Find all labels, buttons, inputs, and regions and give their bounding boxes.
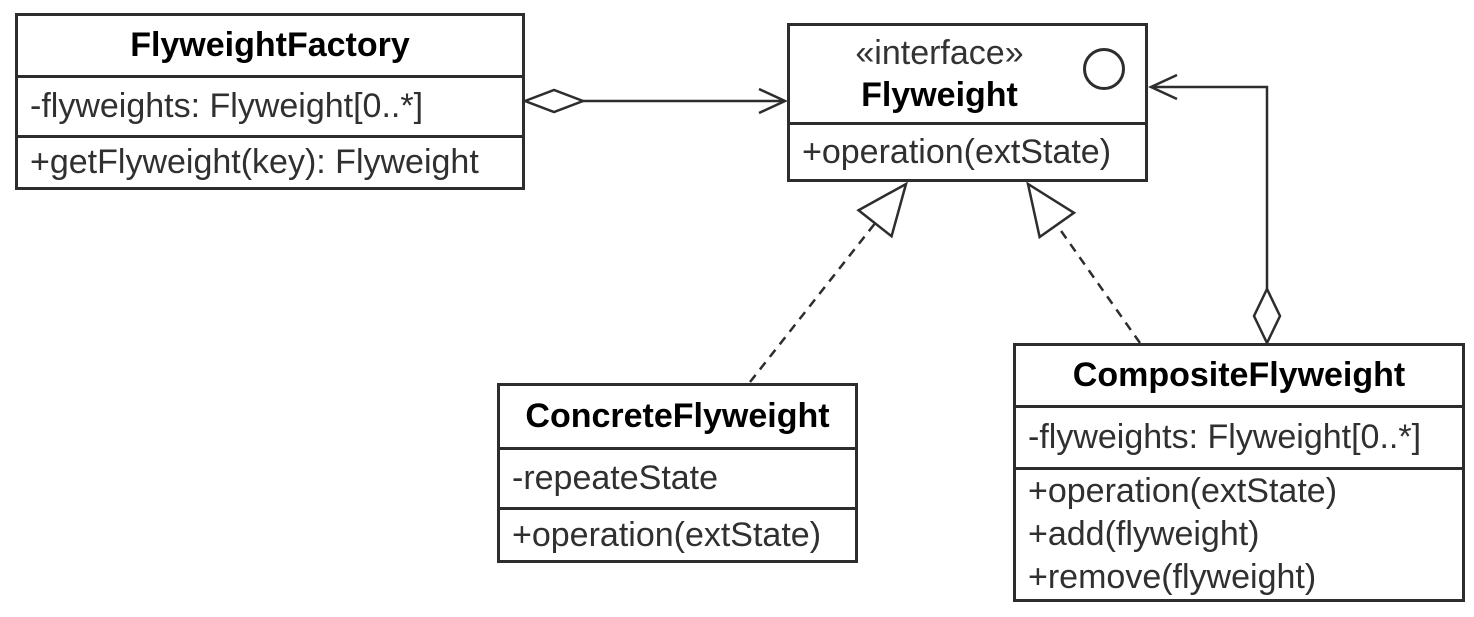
class-title: Flyweight <box>861 76 1018 114</box>
realization-line-composite-flyweight <box>1026 181 1142 344</box>
aggregation-diamond-composite <box>1252 286 1282 346</box>
stereotype-label: «interface» <box>855 34 1024 72</box>
class-title: ConcreteFlyweight <box>525 397 830 435</box>
method-item: +operation(extState) <box>500 507 855 560</box>
aggregation-diamond-factory <box>521 88 587 114</box>
class-flyweight-interface: «interface» Flyweight +operation(extStat… <box>787 23 1148 182</box>
interface-header: «interface» Flyweight <box>790 26 1145 122</box>
class-flyweightfactory: FlyweightFactory -flyweights: Flyweight[… <box>15 13 525 190</box>
class-title: FlyweightFactory <box>130 26 410 64</box>
class-compositeflyweight: CompositeFlyweight -flyweights: Flyweigh… <box>1013 343 1465 602</box>
aggregation-line-composite-flyweight <box>1148 73 1269 289</box>
methods-compartment: +operation(extState) +add(flyweight) +re… <box>1016 467 1462 599</box>
attribute-item: -flyweights: Flyweight[0..*] <box>18 75 522 135</box>
method-item: +operation(extState) <box>1028 472 1338 510</box>
method-item: +remove(flyweight) <box>1028 558 1317 596</box>
attribute-item: -flyweights: Flyweight[0..*] <box>1016 405 1462 467</box>
realization-line-concrete-flyweight <box>749 181 908 383</box>
method-item: +getFlyweight(key): Flyweight <box>18 135 522 187</box>
interface-circle-icon <box>1083 48 1125 90</box>
method-item: +operation(extState) <box>790 122 1145 179</box>
method-item: +add(flyweight) <box>1028 515 1260 553</box>
attribute-item: -repeateState <box>500 447 855 507</box>
class-title: CompositeFlyweight <box>1072 356 1406 394</box>
class-concreteflyweight: ConcreteFlyweight -repeateState +operati… <box>497 383 858 563</box>
